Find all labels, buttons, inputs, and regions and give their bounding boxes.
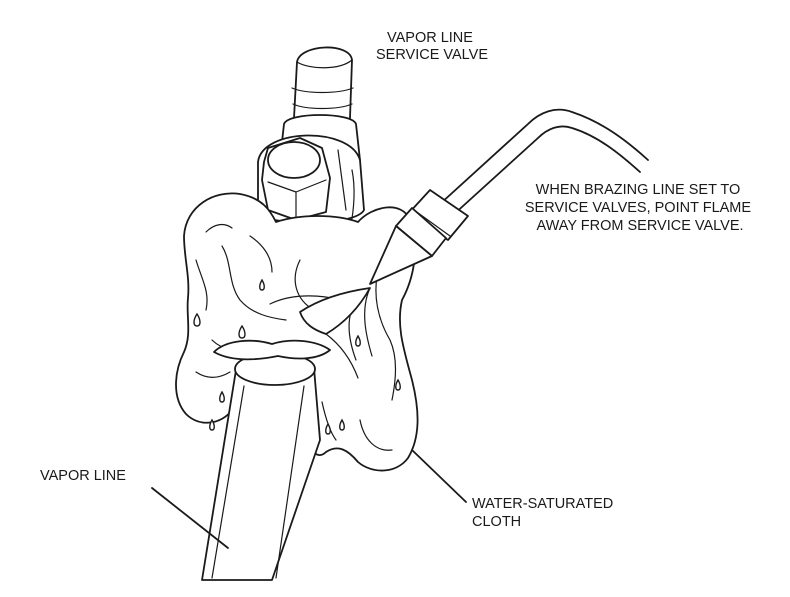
- cloth-leader: [411, 449, 467, 503]
- label-water-saturated-cloth: WATER-SATURATED CLOTH: [472, 496, 617, 530]
- water-drops: [193, 278, 401, 435]
- vapor-line-leader: [151, 487, 229, 549]
- label-brazing-note: WHEN BRAZING LINE SET TO SERVICE VALVES,…: [525, 182, 755, 234]
- vapor-line-pipe: [201, 339, 331, 581]
- label-vapor-line-service-valve: VAPOR LINE SERVICE VALVE: [376, 30, 488, 63]
- brazing-torch: [369, 108, 649, 285]
- label-vapor-line: VAPOR LINE: [40, 468, 126, 484]
- service-valve: [257, 46, 365, 231]
